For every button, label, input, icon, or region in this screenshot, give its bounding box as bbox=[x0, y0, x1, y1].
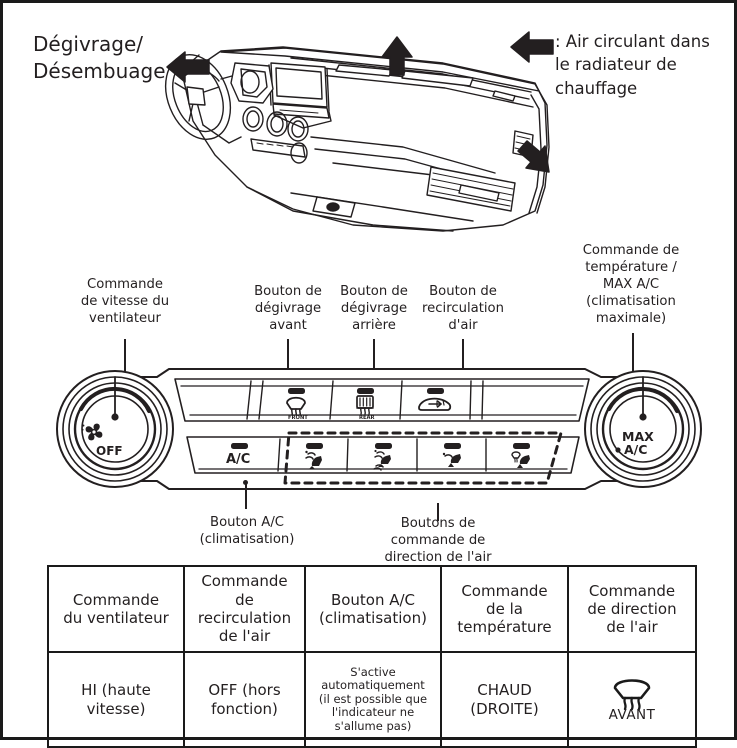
table-value-temperature: CHAUD (DROITE) bbox=[440, 650, 569, 748]
callout-front-defrost: Bouton de dégivrage avant bbox=[254, 284, 322, 333]
leader-recirculation bbox=[462, 339, 464, 381]
defrost-legend-label: Dégivrage/ Désembuage bbox=[33, 32, 166, 83]
settings-table: Commande du ventilateur Commande de reci… bbox=[47, 565, 697, 748]
hvac-control-panel: OFF MAX A/C bbox=[49, 359, 709, 499]
dash-up-arrow-icon bbox=[381, 36, 413, 76]
svg-text:FRONT: FRONT bbox=[288, 415, 308, 421]
svg-text:MAX: MAX bbox=[622, 429, 654, 444]
leader-rear-defrost bbox=[373, 339, 375, 381]
leader-fan-speed bbox=[124, 339, 126, 383]
defrost-arrow-icon bbox=[166, 51, 210, 83]
table-header-air-direction: Commande de direction de l'air bbox=[567, 565, 697, 653]
svg-text:A/C: A/C bbox=[226, 452, 250, 467]
leader-ac-button bbox=[245, 483, 247, 509]
table-header-ac: Bouton A/C (climatisation) bbox=[304, 565, 442, 653]
leader-front-defrost bbox=[287, 339, 289, 381]
table-value-air-direction: AVANT bbox=[567, 650, 697, 748]
table-header-row: Commande du ventilateur Commande de reci… bbox=[47, 565, 697, 653]
callout-fan-speed: Commande de vitesse du ventilateur bbox=[80, 277, 170, 326]
table-value-recirculation: OFF (hors fonction) bbox=[183, 650, 306, 748]
callout-ac-button: Bouton A/C (climatisation) bbox=[199, 515, 295, 547]
callout-air-direction: Boutons de commande de direction de l'ai… bbox=[384, 516, 492, 565]
avant-label: AVANT bbox=[608, 706, 656, 723]
callout-rear-defrost: Bouton de dégivrage arrière bbox=[340, 284, 408, 333]
leader-air-direction bbox=[437, 503, 439, 521]
dashboard-illustration bbox=[143, 25, 563, 240]
dash-side-arrow-icon bbox=[517, 140, 550, 173]
front-defrost-icon bbox=[613, 678, 651, 710]
leader-temperature bbox=[632, 333, 634, 383]
callout-temperature-max-ac: Commande de température / MAX A/C (clima… bbox=[582, 243, 680, 326]
leader-dot-ac-button bbox=[242, 480, 248, 485]
table-value-fan: HI (haute vitesse) bbox=[47, 650, 185, 748]
svg-text:REAR: REAR bbox=[359, 415, 375, 421]
svg-text:A/C: A/C bbox=[624, 442, 647, 457]
svg-text:OFF: OFF bbox=[96, 444, 123, 458]
callout-recirculation: Bouton de recirculation d'air bbox=[422, 284, 504, 333]
table-header-fan: Commande du ventilateur bbox=[47, 565, 185, 653]
table-value-ac: S'active automatiquement (il est possibl… bbox=[304, 650, 442, 748]
table-header-recirculation: Commande de recirculation de l'air bbox=[183, 565, 306, 653]
airflow-arrow-icon bbox=[510, 31, 554, 63]
table-value-row: HI (haute vitesse) OFF (hors fonction) S… bbox=[47, 650, 697, 748]
table-header-temperature: Commande de la température bbox=[440, 565, 569, 653]
airflow-legend-label: : Air circulant dans le radiateur de cha… bbox=[555, 32, 710, 98]
